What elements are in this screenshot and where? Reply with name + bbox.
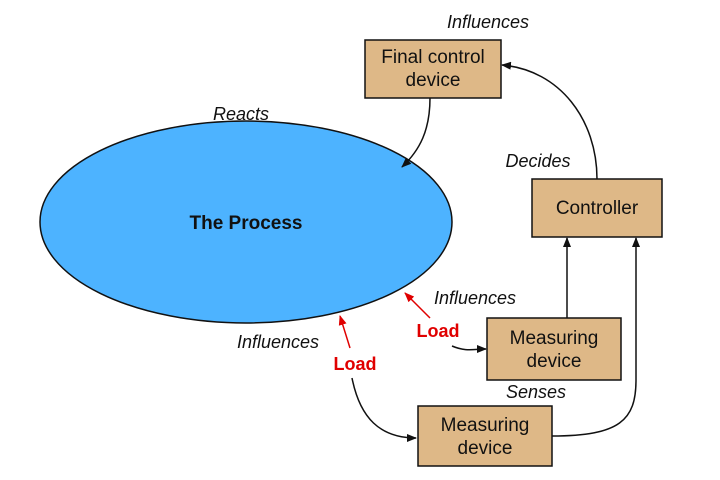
measuring-device-lower-box: Measuring device	[417, 405, 553, 467]
label-influences-right: Influences	[434, 288, 516, 308]
controller-box: Controller	[531, 178, 663, 238]
label-reacts: Reacts	[213, 104, 269, 124]
final-control-device-label-line2: device	[406, 70, 461, 91]
measuring-device-lower-line2: device	[458, 438, 513, 459]
process-node: The Process	[39, 120, 453, 324]
arrow-load-to-measuring-lower	[351, 377, 417, 442]
label-influences-top: Influences	[447, 12, 529, 32]
measuring-device-upper-line2: device	[527, 351, 582, 372]
measuring-device-upper-box: Measuring device	[486, 317, 622, 381]
final-control-device-box: Final control device	[364, 39, 502, 99]
arrow-load-to-measuring-upper	[451, 345, 487, 354]
load-arrow-upper	[404, 292, 431, 319]
arrow-controller-to-final-control	[501, 61, 598, 180]
measuring-device-lower-line1: Measuring	[441, 415, 530, 436]
controller-label: Controller	[556, 198, 639, 219]
label-load-upper: Load	[417, 321, 460, 341]
arrow-final-control-to-process	[401, 97, 431, 168]
label-load-lower: Load	[334, 354, 377, 374]
label-influences-left: Influences	[237, 332, 319, 352]
label-decides: Decides	[505, 151, 570, 171]
final-control-device-label-line1: Final control	[381, 47, 485, 68]
measuring-device-upper-line1: Measuring	[510, 328, 599, 349]
load-arrow-lower	[338, 315, 351, 349]
label-senses: Senses	[506, 382, 566, 402]
arrow-measuring-lower-to-controller	[551, 237, 640, 437]
process-label: The Process	[190, 213, 303, 234]
process-ellipse	[39, 120, 453, 324]
